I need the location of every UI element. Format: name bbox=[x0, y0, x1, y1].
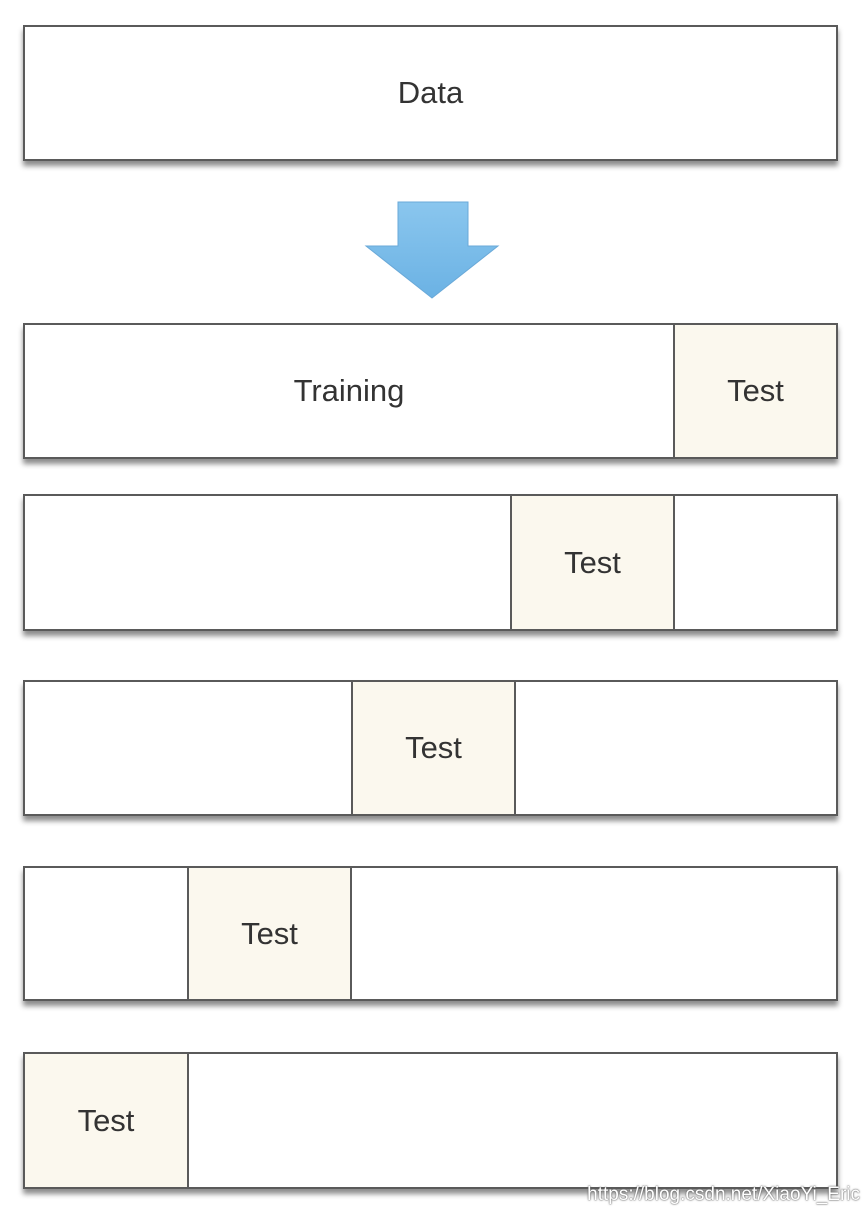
fold-row-3: Test bbox=[23, 680, 838, 816]
test-segment: Test bbox=[187, 868, 350, 999]
data-box: Data bbox=[23, 25, 838, 161]
training-segment bbox=[673, 496, 836, 629]
test-label: Test bbox=[77, 1102, 135, 1138]
test-label: Test bbox=[727, 373, 784, 408]
test-label: Test bbox=[564, 544, 621, 580]
training-segment bbox=[25, 496, 510, 629]
training-segment: Training bbox=[25, 325, 673, 457]
test-segment: Test bbox=[351, 682, 514, 814]
watermark: https://blog.csdn.net/XiaoYi_Eric bbox=[587, 1184, 860, 1205]
data-label: Data bbox=[397, 75, 464, 110]
training-segment bbox=[514, 682, 836, 814]
training-segment bbox=[187, 1054, 836, 1187]
fold-row-1: Training Test bbox=[23, 323, 838, 459]
training-segment bbox=[25, 868, 187, 999]
test-label: Test bbox=[241, 915, 298, 951]
training-label: Training bbox=[293, 373, 405, 408]
test-label: Test bbox=[405, 730, 462, 765]
test-segment: Test bbox=[510, 496, 673, 629]
test-segment: Test bbox=[673, 325, 836, 457]
fold-row-5: Test bbox=[23, 1052, 838, 1189]
down-arrow-icon bbox=[364, 201, 500, 299]
fold-row-4: Test bbox=[23, 866, 838, 1001]
test-segment: Test bbox=[25, 1054, 187, 1187]
training-segment bbox=[25, 682, 351, 814]
fold-row-2: Test bbox=[23, 494, 838, 631]
training-segment bbox=[350, 868, 836, 999]
